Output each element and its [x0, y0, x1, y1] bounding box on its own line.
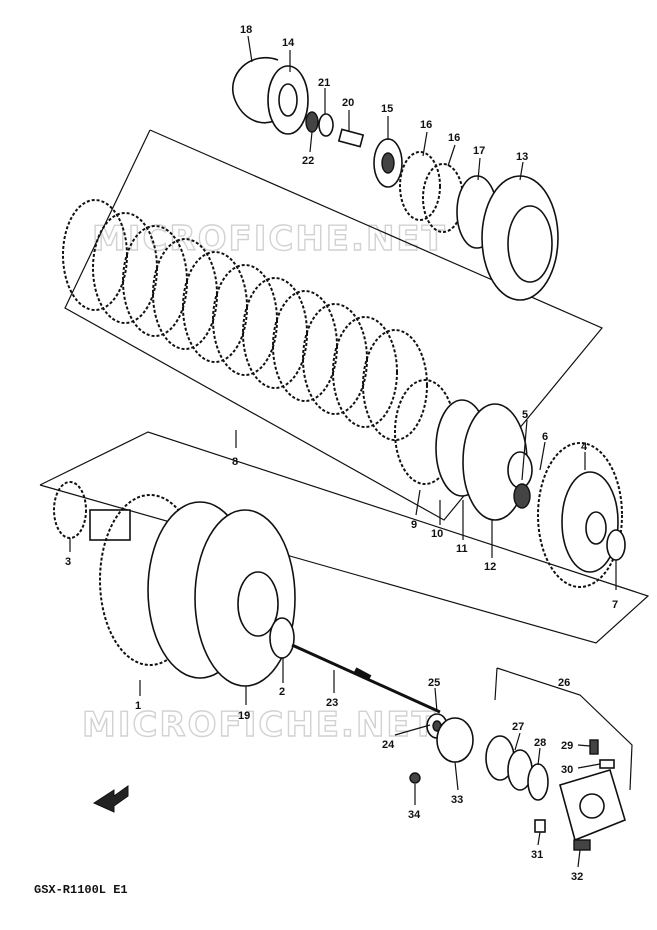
part-label-28: 28 [534, 737, 546, 749]
clutch-plates [62, 199, 533, 521]
release-mechanism [409, 713, 626, 851]
part-label-1: 1 [135, 700, 141, 712]
part-label-15: 15 [381, 103, 393, 115]
part-label-16b: 16 [448, 132, 460, 144]
part-label-14: 14 [282, 37, 295, 49]
part-label-30: 30 [561, 764, 573, 776]
plate-stack-bracket [64, 129, 603, 521]
clutch-hub [537, 442, 626, 588]
hub-bracket [39, 431, 650, 644]
part-label-18: 18 [240, 24, 252, 36]
part-label-2: 2 [279, 686, 285, 698]
front-arrow-icon [92, 785, 129, 813]
part-label-3: 3 [65, 556, 71, 568]
part-label-32: 32 [571, 871, 583, 883]
part-label-22: 22 [302, 155, 314, 167]
part-label-26: 26 [558, 677, 570, 689]
part-label-24: 24 [382, 739, 395, 751]
part-label-21: 21 [318, 77, 330, 89]
watermark-lower: MICROFICHE.NET [82, 705, 437, 745]
part-label-23: 23 [326, 697, 338, 709]
part-label-13: 13 [516, 151, 528, 163]
part-label-12: 12 [484, 561, 496, 573]
part-label-4: 4 [581, 441, 588, 453]
part-label-5: 5 [522, 409, 528, 421]
part-labels: 18 14 21 20 22 15 16 16 17 13 8 5 6 4 9 … [65, 24, 618, 883]
part-label-29: 29 [561, 740, 573, 752]
part-label-25: 25 [428, 677, 440, 689]
part-label-7: 7 [612, 599, 618, 611]
part-label-27: 27 [512, 721, 524, 733]
part-label-33: 33 [451, 794, 463, 806]
top-parts [232, 57, 559, 301]
part-label-31: 31 [531, 849, 543, 861]
primary-housing [53, 481, 296, 687]
part-label-17: 17 [473, 145, 485, 157]
part-label-10: 10 [431, 528, 443, 540]
part-label-6: 6 [542, 431, 548, 443]
part-label-34: 34 [408, 809, 421, 821]
leader-lines [69, 35, 617, 868]
part-label-16a: 16 [420, 119, 432, 131]
part-label-9: 9 [411, 519, 417, 531]
part-label-19: 19 [238, 710, 250, 722]
part-label-20: 20 [342, 97, 354, 109]
release-cover-bracket [494, 667, 633, 791]
watermark-upper: MICROFICHE.NET [92, 219, 447, 259]
part-label-8: 8 [232, 456, 238, 468]
part-label-11: 11 [456, 543, 468, 555]
diagram-title: GSX-R1100L E1 [34, 883, 128, 897]
push-rod [291, 643, 441, 714]
